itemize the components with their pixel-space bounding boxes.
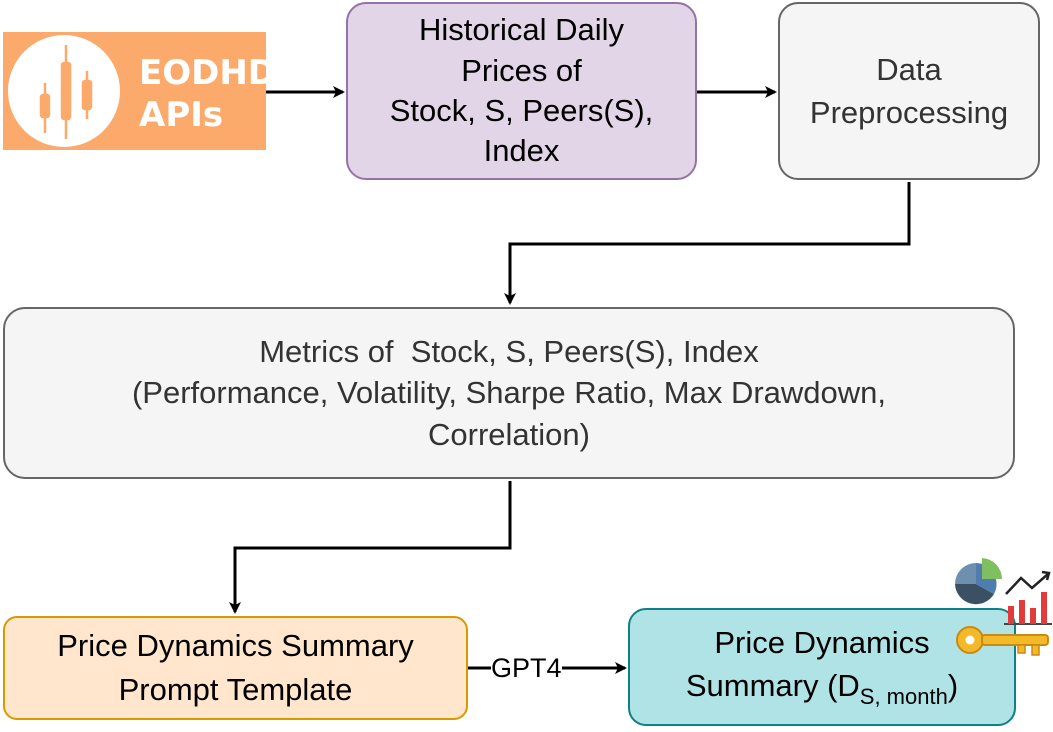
- edge-metrics-to-prompt: [229, 481, 512, 614]
- node-summary-line-1: Price Dynamics: [714, 624, 930, 660]
- pie-chart-icon: [955, 558, 1003, 605]
- node-preprocess-line-2: Preprocessing: [809, 95, 1009, 130]
- node-historical-line-4: Index: [483, 133, 560, 169]
- logo-wordmark: EODHD APIs: [139, 52, 276, 136]
- node-summary-subscript: S, month: [859, 684, 948, 710]
- node-metrics-line-3: Correlation): [428, 416, 590, 452]
- node-metrics: Metrics of Stock, S, Peers(S), Index (Pe…: [3, 307, 1015, 479]
- edge-preprocess-to-metrics: [504, 182, 911, 305]
- logo-line-2: APIs: [139, 95, 224, 135]
- node-data-preprocessing: Data Preprocessing: [778, 2, 1040, 180]
- node-preprocess-line-1: Data: [876, 51, 942, 87]
- node-price-dynamics-summary: Price Dynamics Summary (DS, month): [628, 608, 1016, 726]
- candlestick-logo-icon: [39, 45, 93, 139]
- bar-chart-icon: [1004, 592, 1052, 625]
- node-prompt-template: Price Dynamics Summary Prompt Template: [3, 616, 468, 720]
- node-metrics-line-1: Metrics of Stock, S, Peers(S), Index: [259, 334, 759, 370]
- trend-line-icon: [1005, 570, 1051, 595]
- node-summary-line-2: Summary (DS, month): [686, 664, 958, 713]
- eodhd-logo: EODHD APIs: [3, 32, 276, 150]
- logo-line-1: EODHD: [139, 53, 277, 93]
- node-prompt-line-1: Price Dynamics Summary: [57, 627, 414, 663]
- node-metrics-line-2: (Performance, Volatility, Sharpe Ratio, …: [131, 375, 887, 411]
- node-summary-line-2-suffix: ): [947, 668, 959, 704]
- node-historical-line-2: Prices of: [461, 52, 582, 88]
- key-icon: [956, 626, 1049, 656]
- node-summary-line-2-prefix: Summary (D: [685, 668, 860, 704]
- node-historical-line-3: Stock, S, Peers(S),: [389, 93, 654, 128]
- node-prompt-line-2: Prompt Template: [118, 672, 353, 707]
- edge-label-gpt4: GPT4: [491, 650, 562, 686]
- logo-circle: [8, 35, 120, 147]
- node-historical-prices: Historical Daily Prices of Stock, S, Pee…: [346, 2, 697, 180]
- node-historical-line-1: Historical Daily: [419, 12, 624, 48]
